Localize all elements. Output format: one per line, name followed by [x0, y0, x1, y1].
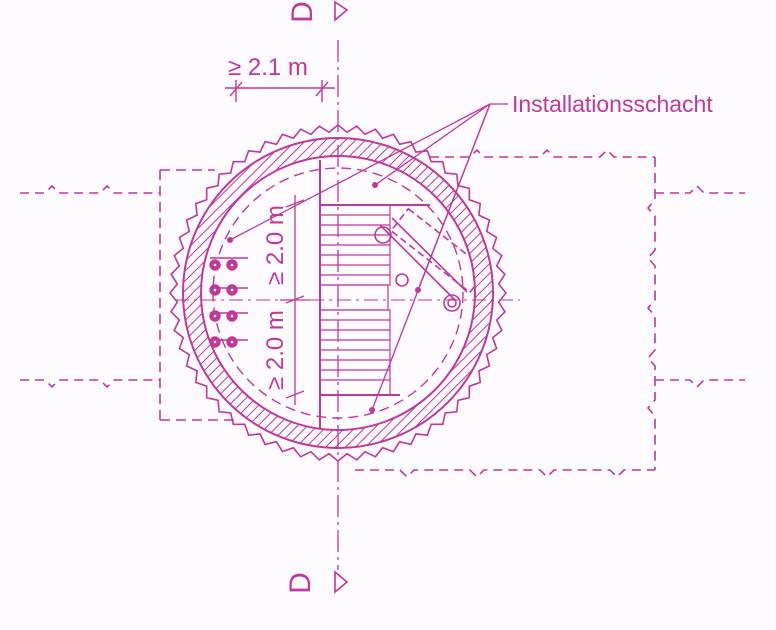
stair-flight-upper [319, 204, 391, 286]
dimension-top-label: ≥ 2.1 m [228, 54, 308, 81]
tunnel-right-boundary [646, 157, 656, 470]
stair-landing [319, 284, 389, 311]
dimension-vertical-upper-label: ≥ 2.0 m [262, 205, 289, 285]
section-marker-bottom: D [284, 572, 317, 594]
callout-leaders [229, 103, 508, 411]
section-arrow-top-icon [334, 0, 349, 22]
installation-equipment [374, 207, 475, 312]
dimension-top [225, 80, 335, 102]
stair-flight-lower [319, 309, 391, 396]
rock-boundary-ring [168, 123, 508, 463]
dimension-vertical-lower-label: ≥ 2.0 m [262, 310, 289, 390]
tunnel-left [20, 184, 160, 389]
tunnel-left-boundary [159, 169, 240, 421]
pipe-bundle [209, 257, 248, 348]
callout-label: Installationsschacht [512, 91, 713, 117]
dimension-vertical [280, 195, 310, 405]
section-arrow-bottom-icon [334, 570, 349, 594]
tunnel-right [355, 148, 745, 479]
section-marker-top: D [286, 1, 319, 23]
